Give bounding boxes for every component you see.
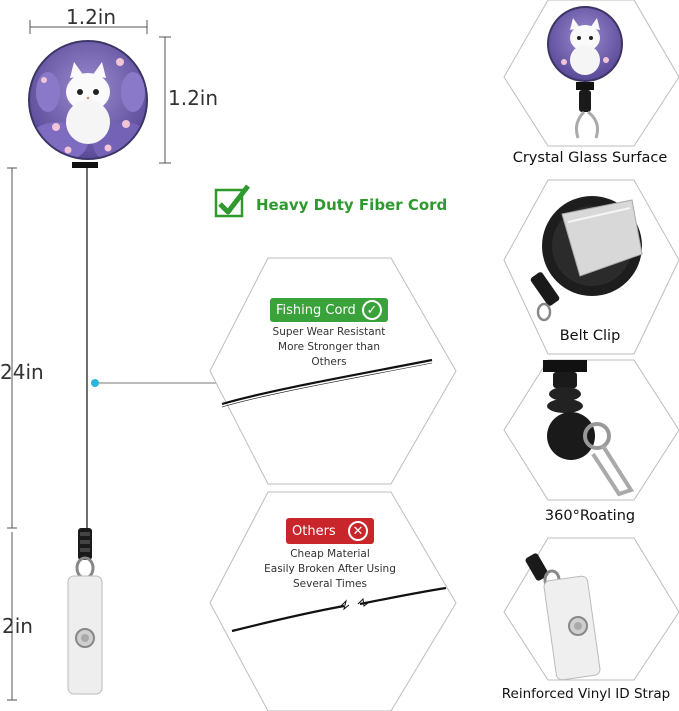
fishing-cord-desc-line: Super Wear Resistant (272, 326, 386, 338)
checkbox-icon (214, 184, 250, 218)
feature-caption-belt-clip: Belt Clip (559, 328, 621, 344)
belt-clip-icon (530, 196, 643, 322)
cord-pointer (91, 379, 216, 387)
width-label: 1.2in (66, 5, 117, 29)
cross-circle-icon: ✕ (348, 521, 368, 541)
cord-length-label: 24in (0, 360, 44, 384)
check-circle-icon: ✓ (362, 300, 382, 320)
fishing-cord-badge-label: Fishing Cord (276, 302, 356, 318)
vinyl-strap-icon (525, 553, 601, 681)
others-desc: Cheap Material Easily Broken After Using… (250, 547, 410, 592)
others-desc-line: Several Times (293, 578, 367, 590)
id-clip-icon (67, 528, 103, 695)
feature-caption-crystal: Crystal Glass Surface (512, 150, 668, 166)
clip-length-label: 2in (2, 614, 33, 638)
others-badge: Others ✕ (286, 518, 374, 544)
fiber-cord (86, 168, 88, 530)
fishing-cord-badge: Fishing Cord ✓ (270, 298, 388, 322)
feature-caption-vinyl-strap: Reinforced Vinyl ID Strap (501, 686, 671, 702)
fishing-cord-desc: Super Wear Resistant More Stronger than … (262, 325, 396, 370)
feature-caption-swivel: 360°Roating (544, 508, 636, 524)
height-label: 1.2in (168, 86, 219, 110)
others-desc-line: Easily Broken After Using (264, 563, 396, 575)
fishing-cord-desc-line: More Stronger than Others (278, 341, 380, 368)
cord-connector (72, 162, 98, 168)
others-desc-line: Cheap Material (290, 548, 370, 560)
swivel-icon (543, 360, 635, 497)
heavy-duty-title: Heavy Duty Fiber Cord (256, 196, 448, 214)
badge-front-icon (547, 6, 623, 139)
badge-front-icon (28, 40, 148, 160)
others-badge-label: Others (292, 523, 336, 539)
